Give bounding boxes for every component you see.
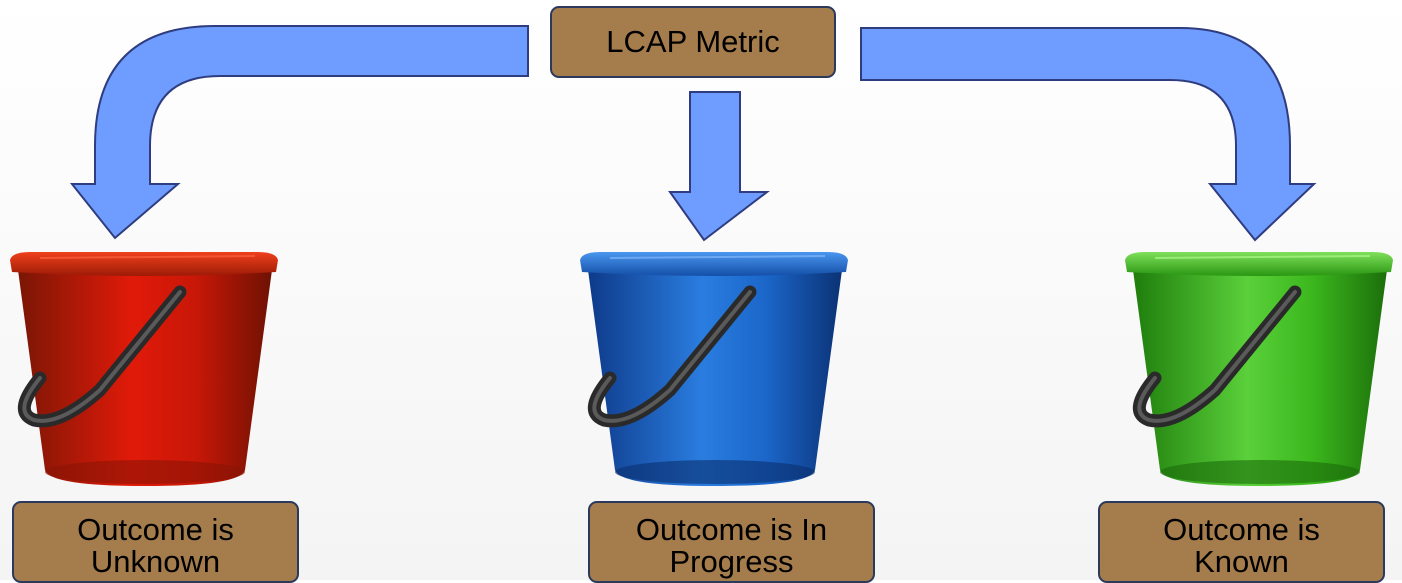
outcome-in-progress-box: Outcome is In Progress	[588, 501, 875, 583]
arrow-to-known	[860, 27, 1317, 242]
green-bucket	[1125, 252, 1393, 486]
outcome-known-line2: Known	[1194, 544, 1289, 579]
outcome-known-line1: Outcome is	[1163, 512, 1320, 547]
outcome-in-progress-line2: Progress	[669, 544, 794, 579]
lcap-metric-label: LCAP Metric	[606, 24, 780, 59]
outcome-unknown-line1: Outcome is	[77, 512, 234, 547]
arrow-to-in-progress	[668, 91, 770, 242]
outcome-known-box: Outcome is Known	[1098, 501, 1385, 583]
outcome-in-progress-line1: Outcome is In	[635, 512, 828, 547]
red-bucket	[10, 252, 278, 486]
outcome-unknown-box: Outcome is Unknown	[12, 501, 299, 583]
outcome-unknown-line2: Unknown	[90, 544, 221, 579]
arrow-to-unknown	[69, 25, 529, 240]
blue-bucket	[580, 252, 848, 486]
lcap-metric-box: LCAP Metric	[550, 6, 836, 78]
